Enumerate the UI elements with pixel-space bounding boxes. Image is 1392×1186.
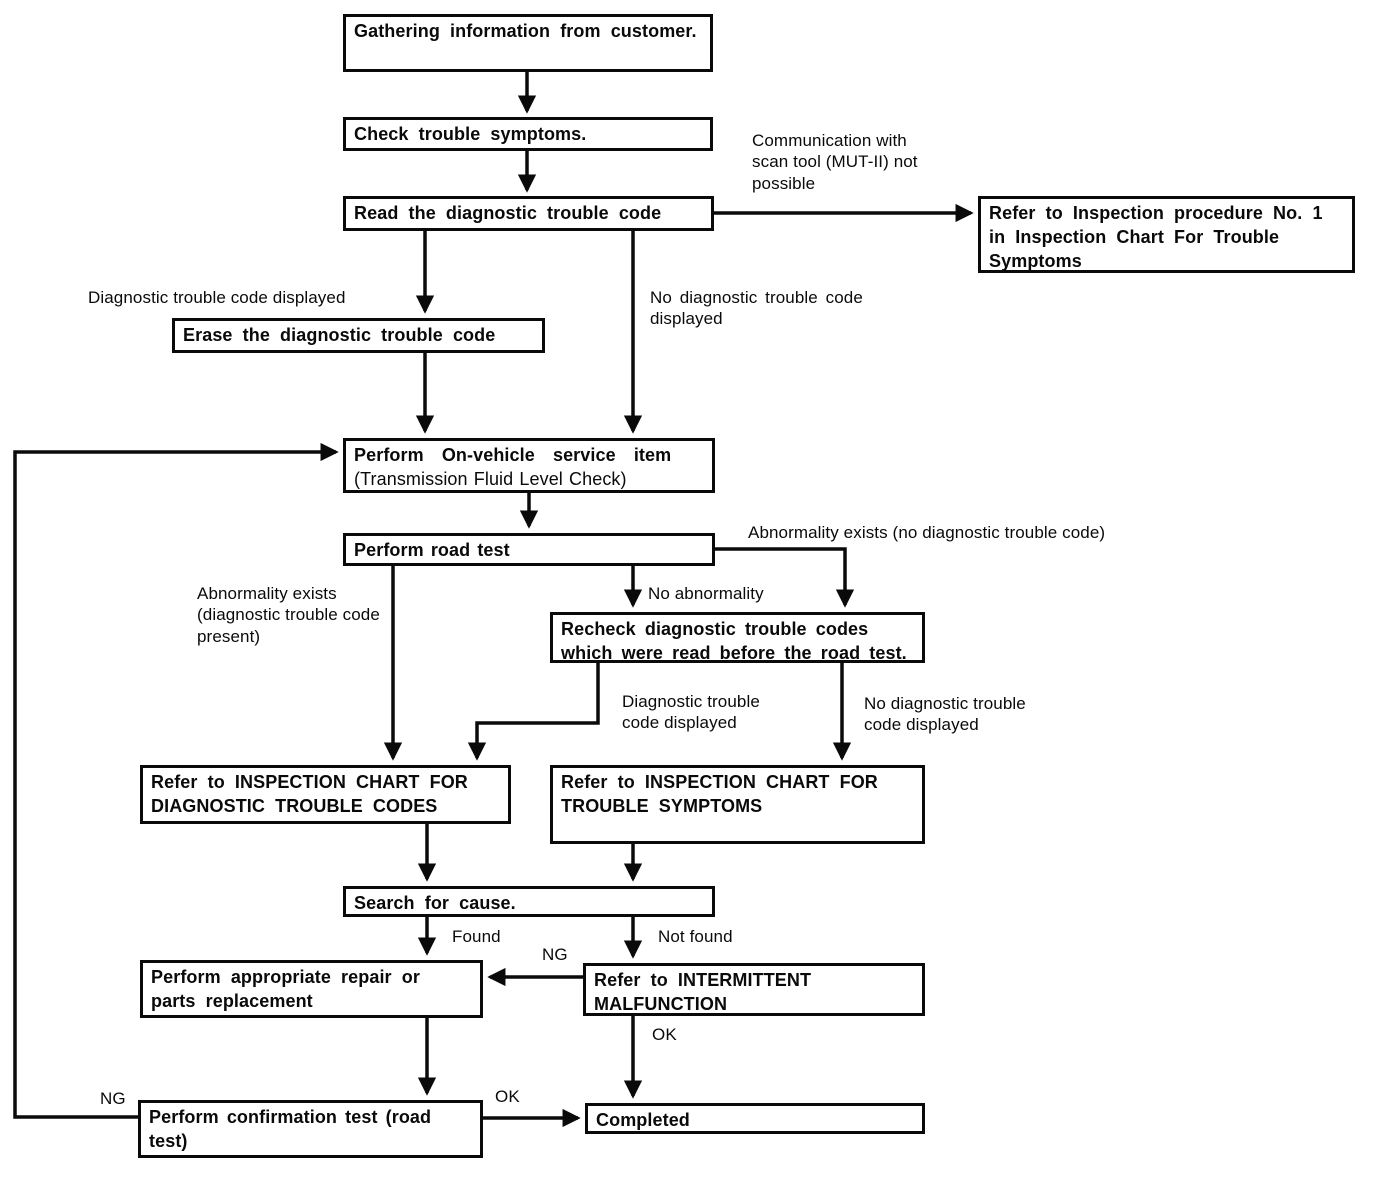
node-perform-confirmation-test: Perform confirmation test (road test) — [138, 1100, 483, 1158]
label-abnormality-dtc-present: Abnormality exists (diagnostic trouble c… — [197, 584, 380, 646]
node-read-diagnostic-trouble-code: Read the diagnostic trouble code — [343, 196, 714, 231]
node-search-for-cause: Search for cause. — [343, 886, 715, 917]
label-no-dtc-displayed-after-recheck: No diagnostic trouble code displayed — [864, 694, 1026, 735]
label-dtc-displayed: Diagnostic trouble code displayed — [88, 288, 346, 307]
node-refer-inspection-chart-dtc: Refer to INSPECTION CHART FOR DIAGNOSTIC… — [140, 765, 511, 824]
label-not-found: Not found — [658, 927, 733, 946]
node-recheck-diagnostic-trouble-codes: Recheck diagnostic trouble codes which w… — [550, 612, 925, 663]
label-found: Found — [452, 927, 501, 946]
on-vehicle-line-2: (Transmission Fluid Level Check) — [354, 468, 627, 489]
on-vehicle-line-1: Perform On-vehicle service item — [354, 445, 672, 465]
node-perform-repair-or-parts-replacement: Perform appropriate repair or parts repl… — [140, 960, 483, 1018]
label-no-dtc-displayed: No diagnostic trouble code displayed — [650, 288, 863, 329]
label-ok-intermittent: OK — [652, 1025, 677, 1044]
node-refer-inspection-chart-trouble-symptoms: Refer to INSPECTION CHART FOR TROUBLE SY… — [550, 765, 925, 844]
label-abnormality-no-dtc: Abnormality exists (no diagnostic troubl… — [748, 523, 1106, 542]
node-perform-on-vehicle-service-item: Perform On-vehicle service item (Transmi… — [343, 438, 715, 493]
node-refer-inspection-procedure-no1: Refer to Inspection procedure No. 1 in I… — [978, 196, 1355, 273]
node-perform-road-test: Perform road test — [343, 533, 715, 566]
node-completed: Completed — [585, 1103, 925, 1134]
label-communication-not-possible: Communication with scan tool (MUT-II) no… — [752, 131, 918, 193]
node-erase-diagnostic-trouble-code: Erase the diagnostic trouble code — [172, 318, 545, 353]
node-check-trouble-symptoms: Check trouble symptoms. — [343, 117, 713, 151]
label-dtc-displayed-after-recheck: Diagnostic trouble code displayed — [622, 692, 760, 733]
label-ok-confirmation: OK — [495, 1087, 520, 1106]
node-gathering-information: Gathering information from customer. — [343, 14, 713, 72]
label-no-abnormality: No abnormality — [648, 584, 764, 603]
label-ng-intermittent: NG — [542, 945, 568, 964]
node-refer-intermittent-malfunction: Refer to INTERMITTENT MALFUNCTION — [583, 963, 925, 1016]
label-ng-confirmation: NG — [100, 1089, 126, 1108]
